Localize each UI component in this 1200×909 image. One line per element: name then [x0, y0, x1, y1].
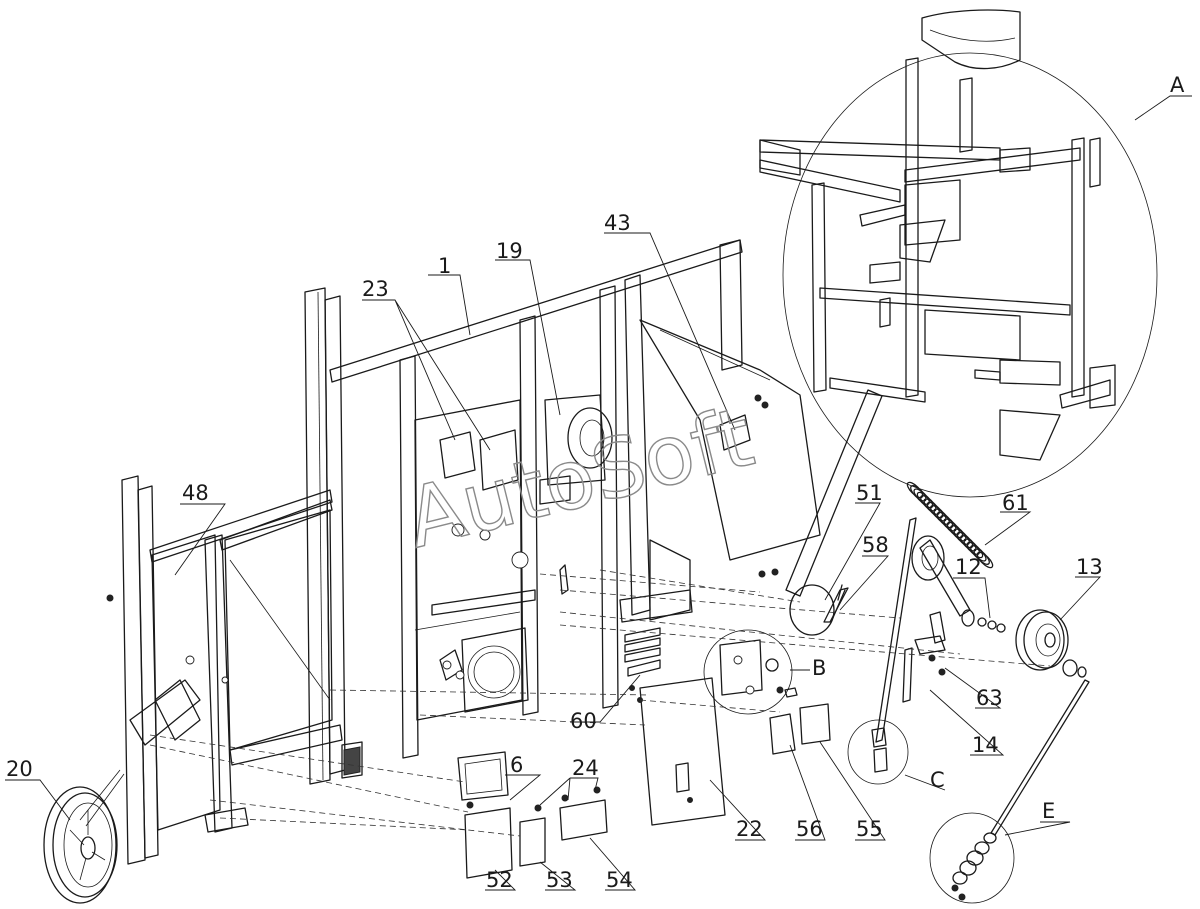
callout-B: B: [812, 656, 826, 680]
callout-24: 24: [572, 756, 599, 780]
callout-leaders: [5, 95, 1192, 891]
callout-61: 61: [1002, 491, 1029, 515]
tensioner-assembly: [875, 517, 1006, 743]
callout-56: 56: [796, 817, 823, 841]
detail-e-assembly: [929, 679, 1090, 904]
callout-22: 22: [736, 817, 763, 841]
callout-63: 63: [976, 686, 1003, 710]
callout-55: 55: [856, 817, 883, 841]
callout-52: 52: [486, 868, 513, 892]
callout-12: 12: [955, 555, 982, 579]
panel-53: [519, 817, 546, 867]
assembly-lines: [149, 569, 1051, 837]
pulley-part-13: [1015, 609, 1087, 678]
callout-53: 53: [546, 868, 573, 892]
callout-C: C: [930, 768, 945, 792]
panel-52: [464, 807, 513, 879]
callout-48: 48: [182, 481, 209, 505]
detail-c-assembly: [847, 719, 909, 785]
cover-panels: [457, 677, 831, 879]
callout-1: 1: [438, 254, 451, 278]
callout-20: 20: [6, 757, 33, 781]
left-side-frame: [121, 475, 343, 865]
callout-58: 58: [862, 533, 889, 557]
callout-labels: A 1 19 23 43 48 51 58 61 12 13 B 63 60 1…: [6, 73, 1185, 892]
watermark-text: AutoSoft: [397, 390, 762, 567]
callout-23: 23: [362, 277, 389, 301]
callout-6: 6: [510, 753, 523, 777]
center-post: [304, 287, 363, 785]
callout-A: A: [1170, 73, 1185, 97]
pulley-part-20: [43, 769, 125, 904]
spring-part-61: [906, 481, 994, 569]
disc-part-51: [789, 584, 849, 636]
plate-55: [799, 703, 831, 745]
callout-43: 43: [604, 211, 631, 235]
chute-part-43: [619, 274, 821, 623]
plate-56: [769, 713, 796, 755]
callout-54: 54: [606, 868, 633, 892]
callout-60: 60: [570, 709, 597, 733]
detail-b-assembly: [703, 629, 798, 715]
plate-22: [639, 677, 726, 826]
panel-54: [559, 799, 608, 841]
frame-6: [457, 751, 509, 801]
main-frame-rail: [219, 239, 743, 759]
callout-51: 51: [856, 481, 883, 505]
callout-E: E: [1042, 799, 1055, 823]
detail-a-assembly: [759, 9, 1158, 597]
callout-14: 14: [972, 733, 999, 757]
callout-19: 19: [496, 239, 523, 263]
callout-13: 13: [1076, 555, 1103, 579]
spring-coil: [976, 551, 994, 569]
small-hardware: [106, 394, 779, 691]
